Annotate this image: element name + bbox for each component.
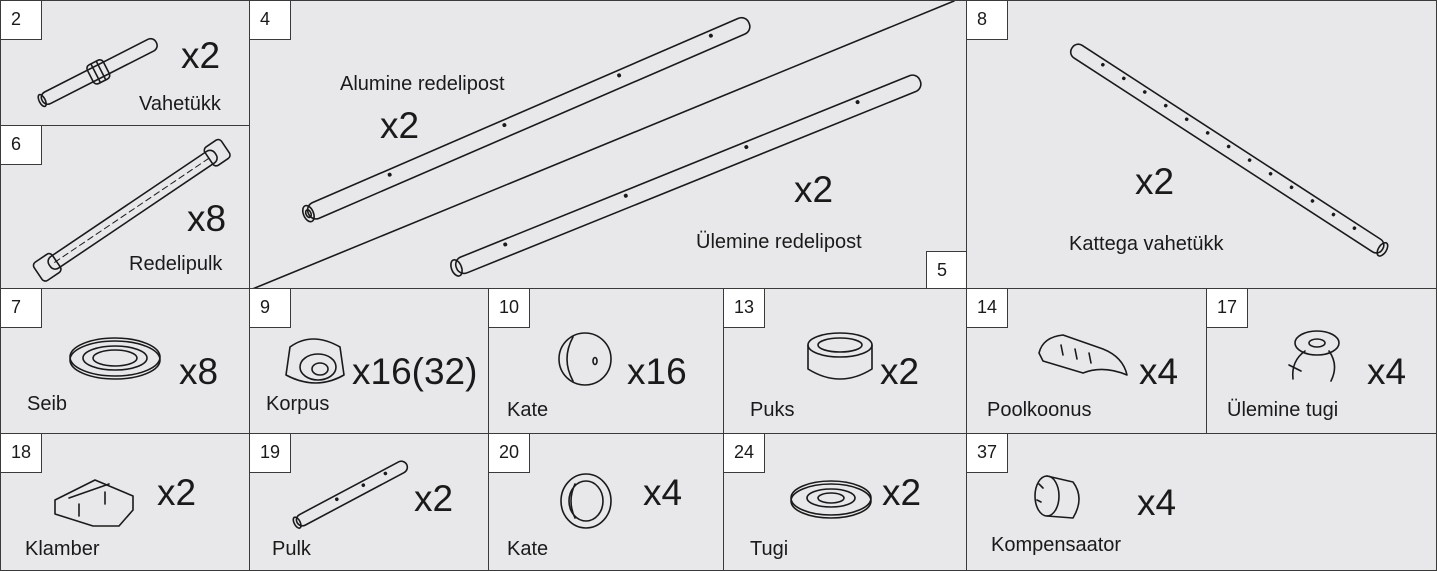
part-quantity: x2 [794,169,834,210]
part-label: Vahetükk [139,93,221,115]
part-cell-14: 14 x4 Poolkoonus [966,288,1207,434]
part-quantity: x16(32) [352,351,478,392]
part-number: 10 [489,289,531,328]
part-label: Seib [27,393,68,415]
part-quantity: x2 [882,472,922,513]
compensator-icon [1034,475,1080,519]
part-label: Tugi [750,538,789,560]
part-number: 7 [1,289,42,328]
part-cell-8: 8 x2 Kattega vahetükk [966,0,1437,289]
part-cell-10: 10 x16 Kate [488,288,724,434]
bracket-icon [54,479,134,527]
cap-icon [558,332,612,386]
part-cell-2: 2 x2 Vahetükk [0,0,250,126]
part-label: Kattega vahetükk [1069,233,1224,255]
part-number: 17 [1207,289,1249,328]
perforated-tube-icon [1069,43,1389,257]
part-quantity: x2 [414,478,454,519]
part-label: Poolkoonus [987,399,1092,421]
part-label: Kate [507,399,549,421]
part-number: 24 [724,434,766,473]
part-label: Kate [507,538,549,560]
part-cell-13: 13 x2 Puks [723,288,967,434]
part-number: 2 [1,1,42,40]
part-cell-17: 17 x4 Ülemine tugi [1206,288,1437,434]
cap-ring-icon [560,473,612,529]
part-label: Alumine redelipost [340,73,505,95]
part-label: Ülemine redelipost [696,231,862,253]
part-cell-4-5: 4 Alumine redelipost x2 x2 Ülemine redel… [249,0,967,289]
part-quantity: x2 [380,105,420,146]
part-number: 18 [1,434,43,473]
housing-icon [285,338,345,384]
part-label: Puks [750,399,795,421]
part-quantity: x8 [187,198,227,239]
part-label: Klamber [25,538,100,560]
part-number: 20 [489,434,531,473]
part-label: Ülemine tugi [1227,399,1339,421]
part-quantity: x2 [880,351,920,392]
joint-tube-icon [37,37,158,108]
bushing-icon [807,332,873,380]
part-cell-37: 37 x4 Kompensaator [966,433,1437,571]
rod-icon [292,460,409,529]
support-disc-icon [790,480,872,519]
part-number: 37 [967,434,1009,473]
part-quantity: x4 [1139,351,1179,392]
part-label: Korpus [266,393,330,415]
ladder-post-icon [252,1,955,288]
part-number: 5 [926,251,966,288]
part-cell-9: 9 x16(32) Korpus [249,288,489,434]
part-cell-20: 20 x4 Kate [488,433,724,571]
part-cell-19: 19 x2 Pulk [249,433,489,571]
half-cone-icon [1038,334,1128,376]
part-label: Redelipulk [129,253,223,275]
part-quantity: x2 [157,472,197,513]
part-quantity: x2 [1135,161,1175,202]
part-quantity: x16 [627,351,687,392]
part-quantity: x4 [1137,482,1177,523]
part-number: 14 [967,289,1009,328]
part-number: 13 [724,289,766,328]
part-number: 9 [250,289,291,328]
part-label: Pulk [272,538,311,560]
part-number: 6 [1,126,42,165]
part-number: 8 [967,1,1008,40]
washer-icon [69,337,161,380]
part-quantity: x2 [181,35,221,76]
part-quantity: x8 [179,351,219,392]
part-number: 4 [250,1,291,40]
part-cell-7: 7 x8 Seib [0,288,250,434]
part-quantity: x4 [643,472,683,513]
part-cell-24: 24 x2 Tugi [723,433,967,571]
part-cell-6: 6 x8 Redelipulk [0,125,250,289]
ladder-rung-icon [32,138,231,282]
upper-support-icon [1288,330,1340,382]
part-label: Kompensaator [991,534,1122,556]
part-cell-18: 18 x2 Klamber [0,433,250,571]
part-quantity: x4 [1367,351,1407,392]
part-number: 19 [250,434,292,473]
